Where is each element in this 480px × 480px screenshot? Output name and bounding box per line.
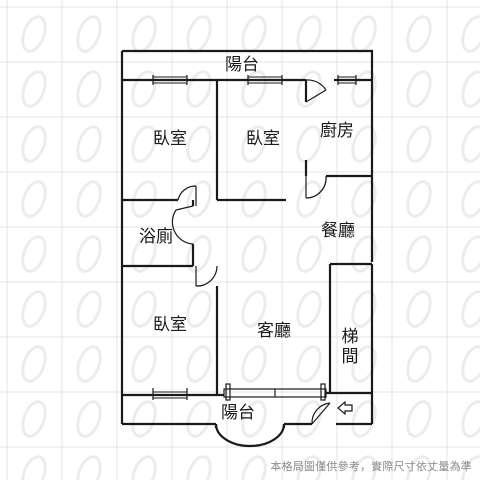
label-bedroom-1: 臥室 — [153, 129, 187, 149]
window-bedroom-1 — [152, 75, 188, 85]
label-bedroom-2: 臥室 — [246, 129, 280, 149]
door-kitchen-dining — [305, 175, 327, 199]
label-stairs-top: 梯 — [342, 327, 359, 347]
label-balcony-top: 陽台 — [225, 55, 259, 75]
label-balcony-bottom: 陽台 — [221, 403, 255, 423]
label-dining: 餐廳 — [321, 221, 355, 241]
bay-window — [214, 423, 286, 448]
door-kitchen-balcony — [305, 79, 327, 103]
door-bathroom — [171, 205, 194, 245]
doors — [171, 79, 331, 425]
window-kitchen — [337, 75, 357, 85]
window-bedroom-3 — [152, 388, 188, 400]
outer-walls — [120, 49, 374, 426]
label-stairs-bottom: 間 — [342, 347, 359, 367]
label-bedroom-3: 臥室 — [153, 315, 187, 335]
label-living: 客廳 — [257, 321, 291, 341]
door-bedroom-3 — [195, 265, 218, 287]
interior-walls — [122, 80, 372, 397]
door-entrance — [311, 402, 331, 425]
window-bedroom-2 — [247, 75, 283, 85]
door-bedroom-1 — [177, 185, 197, 206]
entrance-arrow-icon — [337, 400, 353, 416]
top-balcony-wall — [122, 75, 372, 85]
disclaimer-text: 本格局圖僅供參考，實際尺寸依丈量為準 — [270, 460, 472, 473]
label-bathroom: 浴廁 — [139, 226, 173, 247]
sliding-door-living — [223, 383, 327, 401]
label-kitchen: 廚房 — [320, 120, 354, 141]
